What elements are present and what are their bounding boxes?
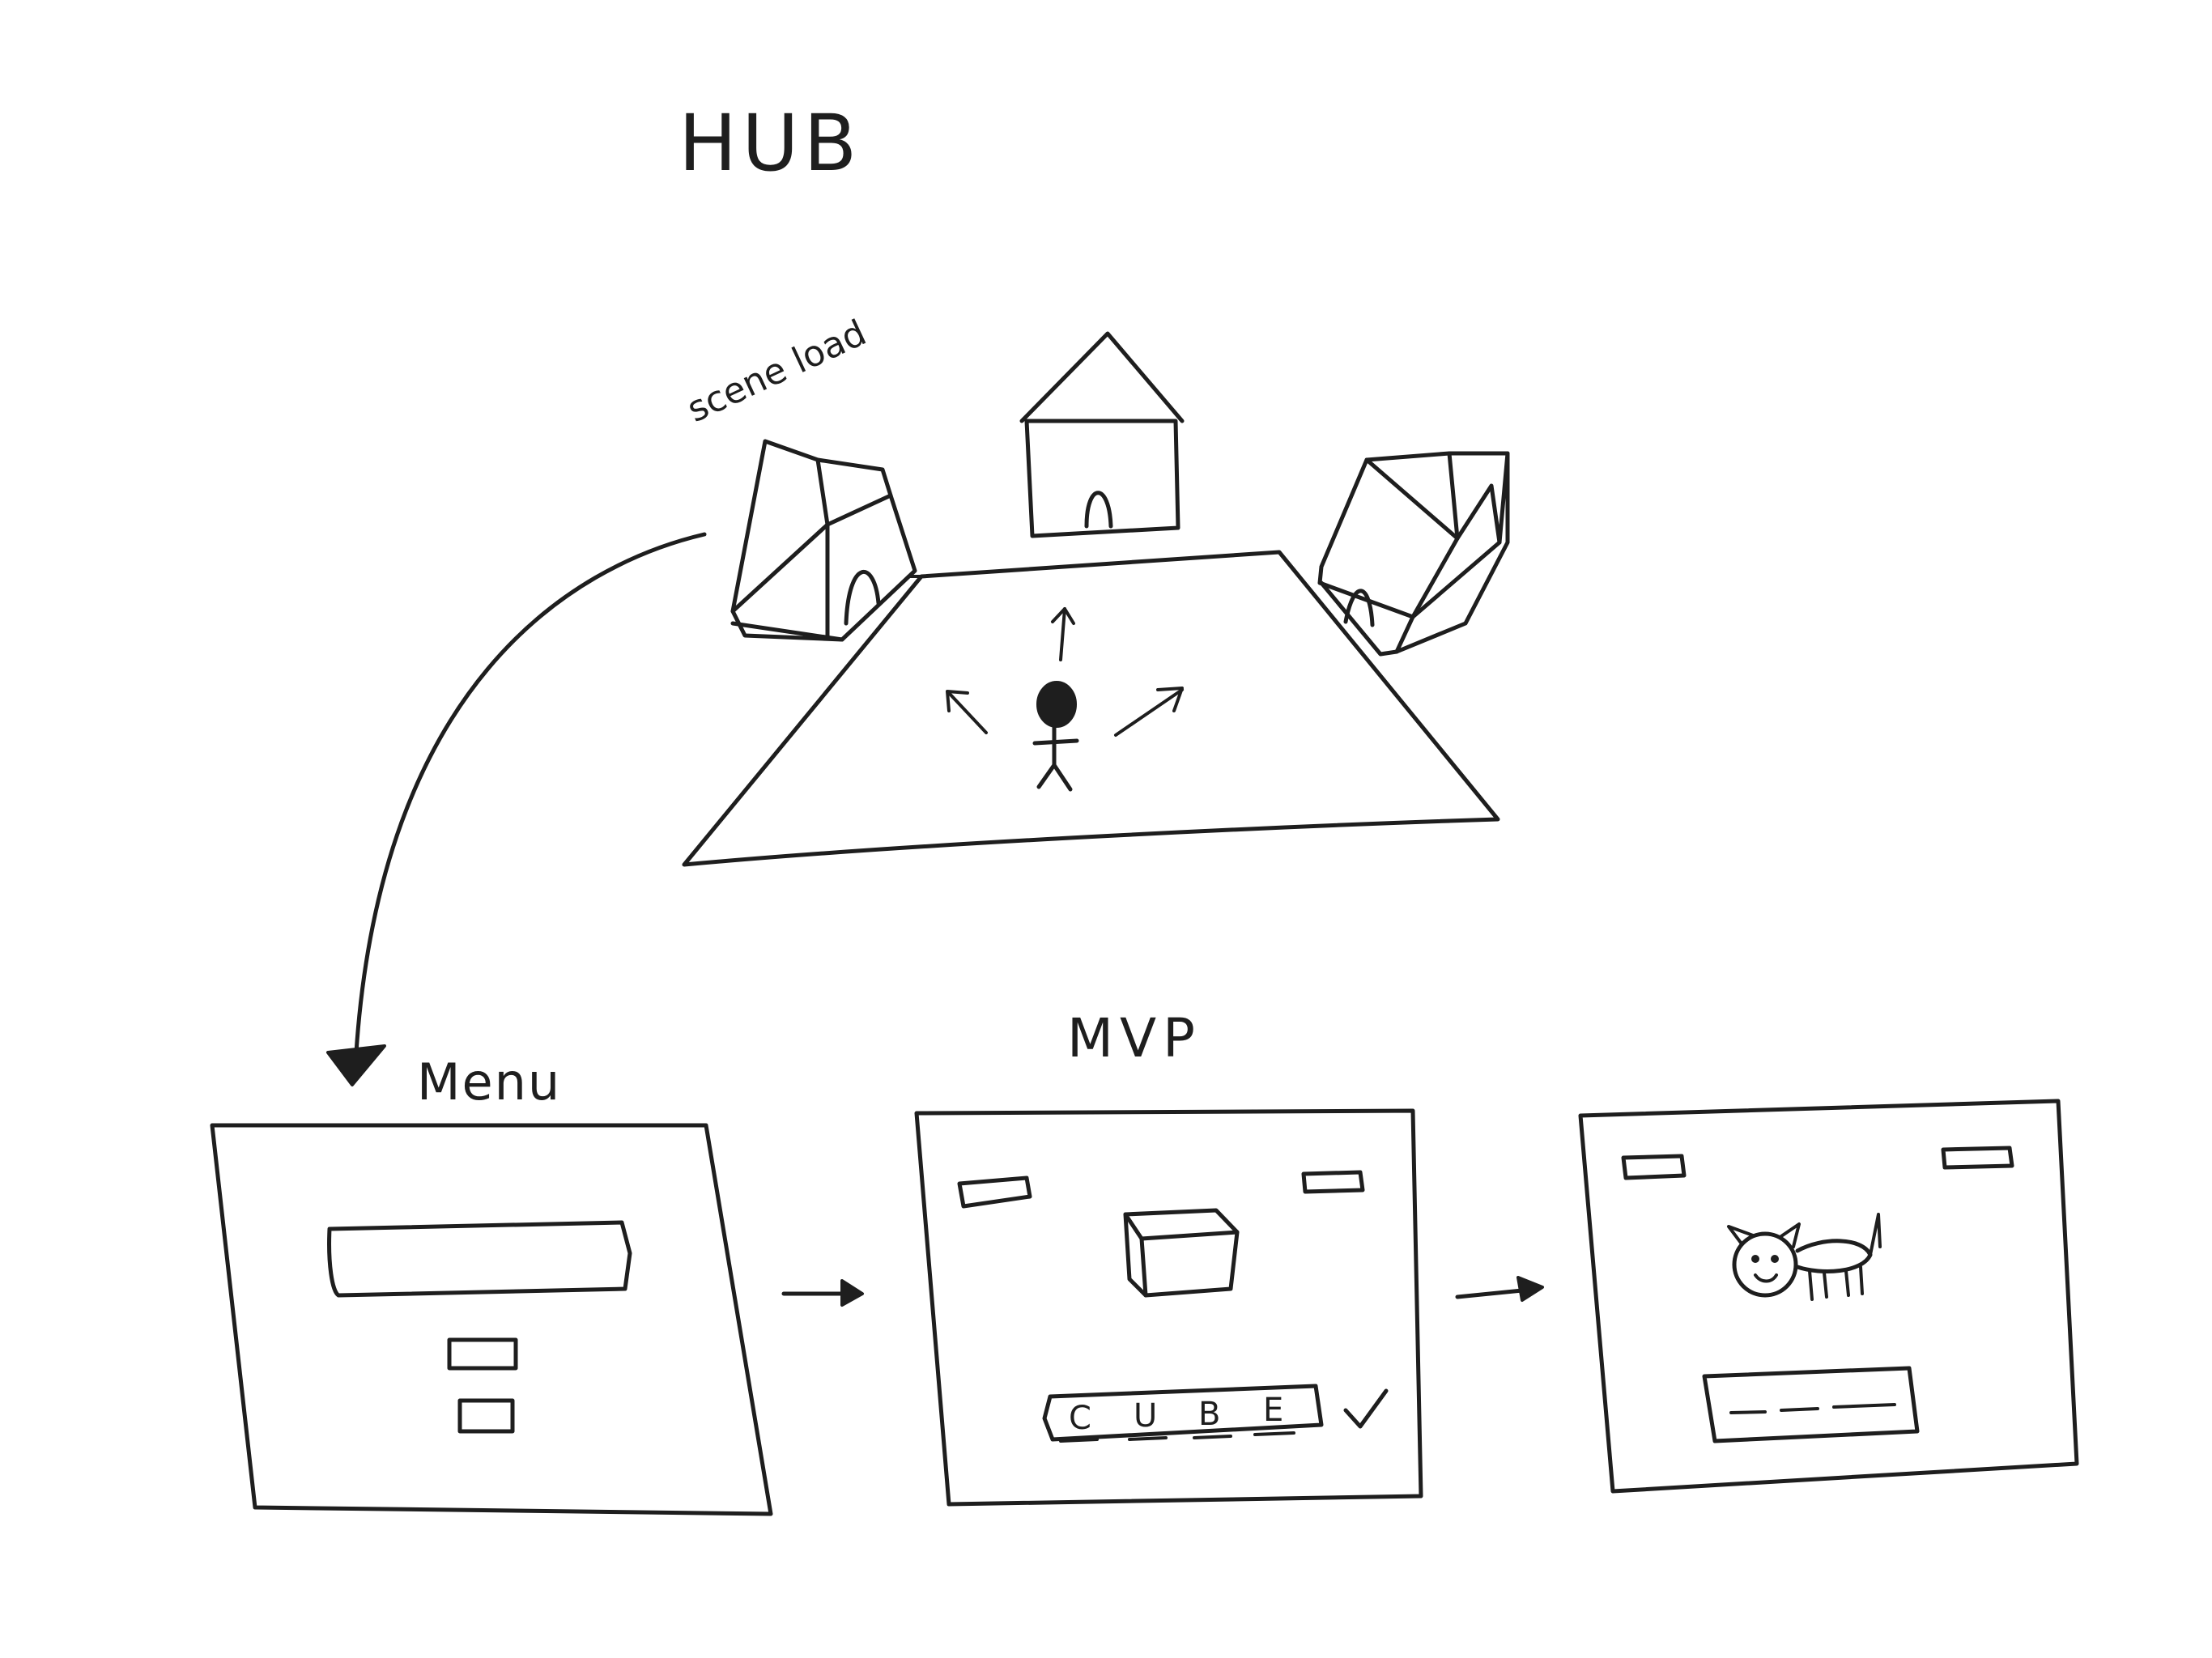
menu-button-1: [447, 1337, 518, 1371]
mvp-title: MVP: [1067, 1007, 1202, 1069]
hub-title: HUB: [678, 98, 861, 189]
mvp-top-left-button: [957, 1175, 1032, 1209]
menu-title-bar: [327, 1220, 632, 1298]
movement-arrows: [946, 607, 1184, 737]
word-letter-4: E: [1263, 1392, 1283, 1429]
left-building: [730, 439, 917, 642]
cube-object: [1123, 1208, 1240, 1298]
result-top-left-button: [1621, 1154, 1687, 1180]
word-letter-3: B: [1198, 1396, 1220, 1433]
result-top-right-button: [1941, 1146, 2014, 1170]
right-building: [1317, 451, 1510, 657]
menu-title: Menu: [417, 1052, 561, 1112]
word-answer-box: [1042, 1384, 1324, 1442]
menu-button-2: [457, 1398, 515, 1434]
mvp-top-right-button: [1301, 1170, 1365, 1194]
scene-load-arrow: [354, 532, 707, 1055]
word-letter-2: U: [1134, 1397, 1157, 1435]
scene-load-label: scene load: [681, 312, 873, 431]
player-figure: [1032, 681, 1079, 792]
result-answer-box: [1702, 1366, 1920, 1443]
mvp-to-result-arrow: [1455, 1276, 1544, 1302]
menu-screen: [210, 1123, 773, 1516]
word-letter-1: C: [1069, 1400, 1091, 1437]
mvp-screen: C U B E: [914, 1108, 1423, 1507]
center-building: [1019, 331, 1185, 538]
check-icon: [1343, 1388, 1389, 1429]
hub-platform: [682, 550, 1500, 867]
result-screen: [1578, 1099, 2079, 1494]
cat-image: [1727, 1213, 1882, 1301]
menu-to-mvp-arrow: [781, 1279, 864, 1307]
scene-load-arrow-head: [326, 1044, 386, 1086]
